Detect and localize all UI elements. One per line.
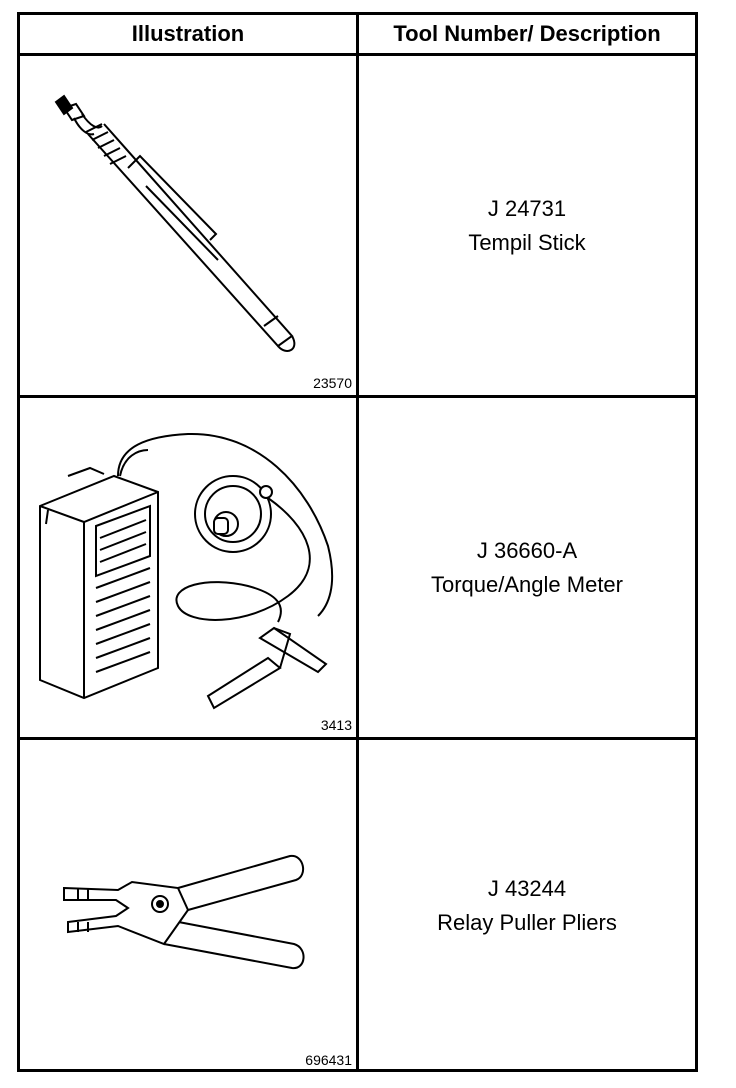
header-divider <box>20 53 695 56</box>
figure-number: 3413 <box>320 717 352 733</box>
table-row-description: J 36660-A Torque/Angle Meter <box>359 398 695 737</box>
table-row-description: J 24731 Tempil Stick <box>359 56 695 395</box>
header-illustration: Illustration <box>131 21 245 46</box>
figure-number: 23570 <box>313 375 352 391</box>
relay-puller-pliers-icon <box>63 854 305 970</box>
table-row-illustration: 696431 <box>20 740 356 1072</box>
table-row-description: J 43244 Relay Puller Pliers <box>359 740 695 1072</box>
tempil-stick-icon <box>54 94 296 352</box>
tool-number: J 36660-A <box>476 537 578 563</box>
row-divider <box>20 395 695 398</box>
tool-description: Torque/Angle Meter <box>431 571 623 597</box>
tool-description: Tempil Stick <box>468 229 586 255</box>
tool-description: Relay Puller Pliers <box>437 910 617 935</box>
table-row-illustration: 3413 <box>20 398 356 737</box>
tool-number: J 24731 <box>487 195 567 221</box>
figure-number: 696431 <box>305 1052 352 1068</box>
row-divider <box>20 737 695 740</box>
table-row-illustration: 23570 <box>20 56 356 395</box>
header-tool-description: Tool Number/ Description <box>393 21 661 46</box>
tool-number: J 43244 <box>487 876 567 901</box>
tool-table: Illustration Tool Number/ Description 23… <box>17 12 698 1072</box>
column-divider <box>356 15 359 1069</box>
torque-angle-meter-icon <box>39 432 334 710</box>
